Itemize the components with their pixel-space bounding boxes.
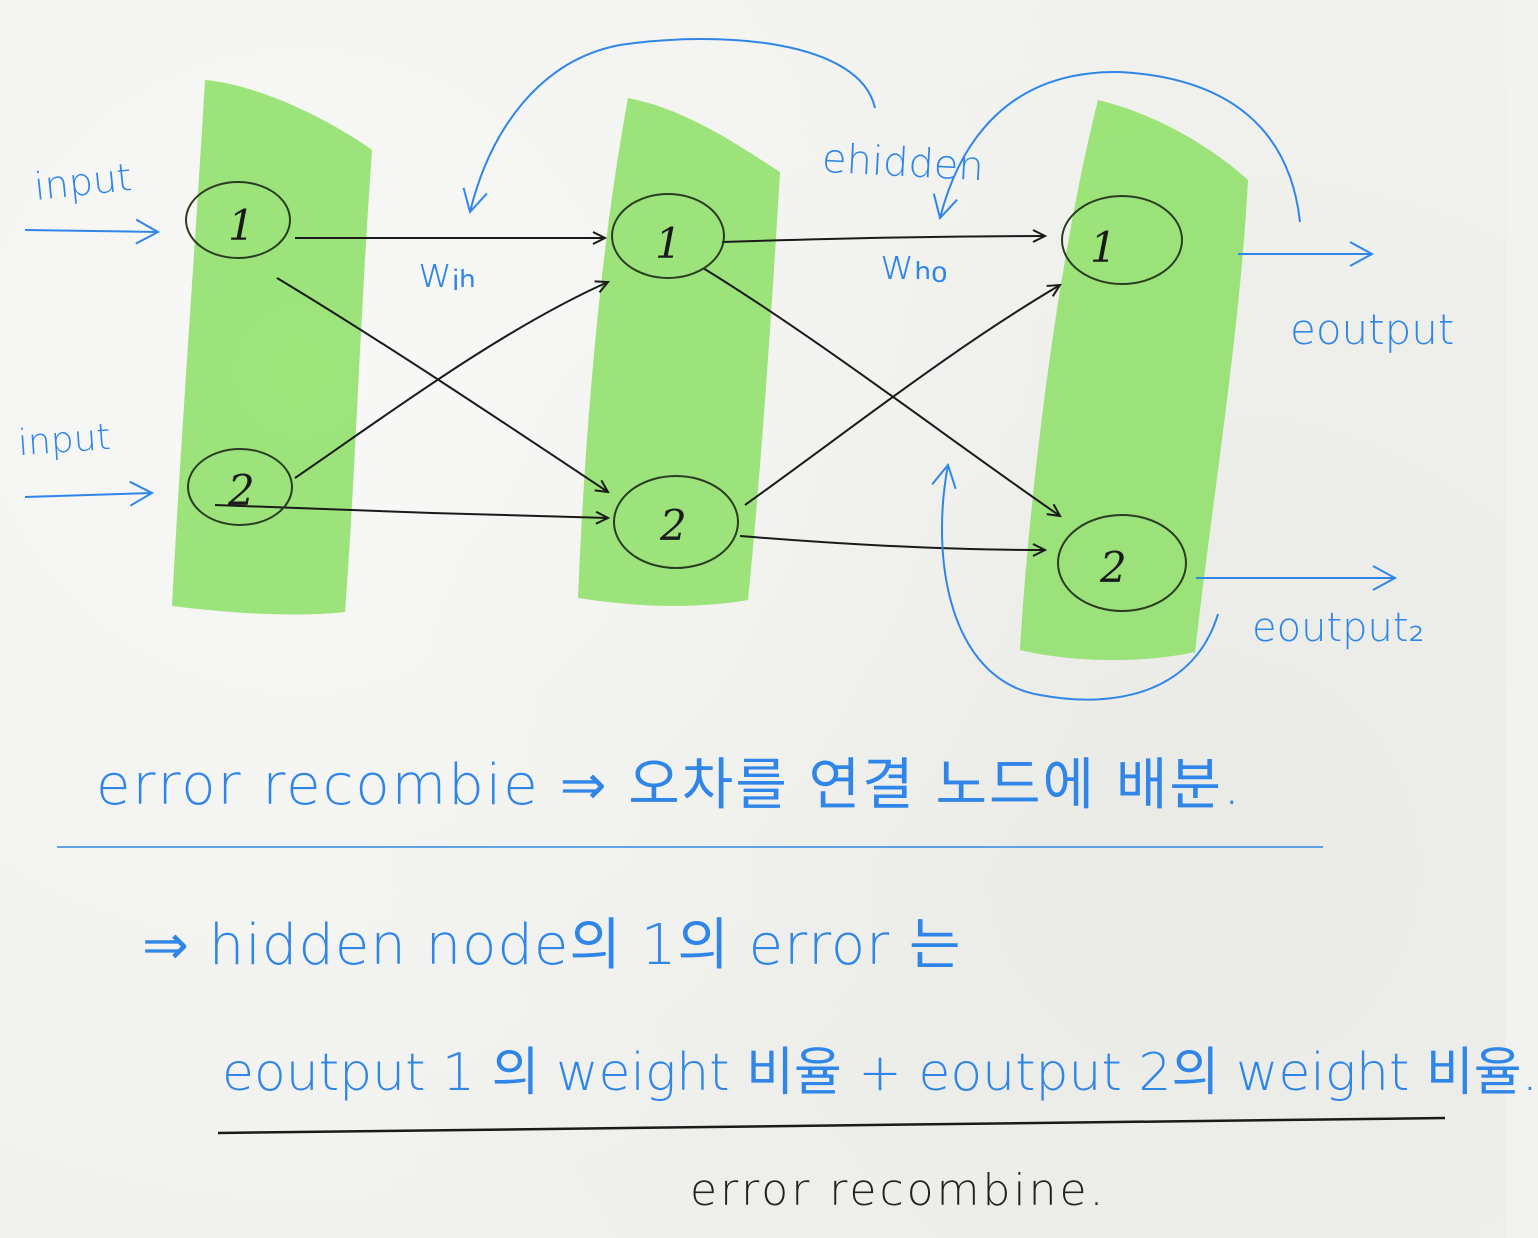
note-line-1: error recombie ⇒ 오차를 연결 노드에 배분. <box>96 753 1243 818</box>
weight-ih-label: wᵢₕ <box>418 248 476 297</box>
edge-i2-h1 <box>294 282 608 479</box>
error-output-2-label: eoutput₂ <box>1252 605 1425 651</box>
backprop-arrow-output1-to-hidden <box>932 70 1301 223</box>
node-label: 2 <box>227 466 255 515</box>
error-output-1-label: eoutput <box>1290 305 1455 354</box>
error-hidden-label: ehidden <box>820 135 985 191</box>
input-node-2: 2 <box>187 448 293 526</box>
backprop-arrow-hidden-to-wih <box>462 37 876 215</box>
note-line-2: ⇒ hidden node의 1의 error 는 <box>142 913 962 978</box>
note-line-3: eoutput 1 의 weight 비율 + eoutput 2의 weigh… <box>222 1043 1538 1103</box>
backprop-arrow-output2-to-hidden <box>931 462 1219 701</box>
weight-ho-label: wₕₒ <box>880 240 948 289</box>
caption: error recombine. <box>690 1165 1107 1216</box>
edge-h2-o2 <box>739 535 1045 550</box>
node-label: 1 <box>1090 223 1117 272</box>
edge-h1-o1 <box>721 236 1045 243</box>
formula-underline <box>217 1116 1446 1135</box>
edge-h2-o1 <box>744 285 1060 506</box>
node-label: 2 <box>659 501 687 550</box>
hidden-layer-band <box>578 98 780 606</box>
edge-h1-o2 <box>702 267 1060 516</box>
hidden-node-1: 1 <box>611 193 725 279</box>
node-label: 1 <box>655 219 682 268</box>
input-layer-band <box>172 80 372 615</box>
input-arrow-2 <box>24 480 155 507</box>
network-diagram: 1 2 1 2 1 2 <box>24 37 1446 1135</box>
node-label: 2 <box>1099 543 1127 592</box>
node-label: 1 <box>228 201 255 250</box>
input-node-1: 1 <box>185 181 291 259</box>
input-label-2: input <box>16 416 112 465</box>
edge-i1-h2 <box>276 277 608 492</box>
output-layer-band <box>1020 100 1248 661</box>
edge-i2-h2 <box>214 504 608 518</box>
input-arrow-1 <box>24 218 161 245</box>
hidden-node-2: 2 <box>613 475 739 569</box>
output-node-2: 2 <box>1057 514 1187 612</box>
output-node-1: 1 <box>1061 195 1183 285</box>
